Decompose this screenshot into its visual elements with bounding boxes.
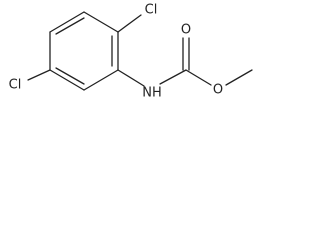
bond-nh-carbonyl-c — [159, 69, 187, 85]
atom-label-carbonyl-o: O — [181, 23, 191, 38]
ring-bond-c2-c3 — [49, 11, 85, 33]
atom-label-cl-top: Cl — [145, 3, 158, 18]
atom-label-nh: NH — [142, 86, 162, 101]
ring-bond-c4-c5 — [49, 69, 85, 91]
atom-label-cl-left: Cl — [9, 78, 22, 93]
ring-bond-c1-c2 — [83, 11, 119, 33]
bond-ring-nh — [117, 69, 145, 87]
benzene-ring — [49, 11, 119, 91]
atom-label-ester-o: O — [213, 83, 223, 98]
bond-carbonyl-c-ester-o — [185, 69, 212, 86]
bond-ring-cl-left — [27, 69, 51, 81]
ring-bond-c5-c6 — [83, 69, 119, 91]
ring-double-bond-inner-bottom — [55, 67, 85, 85]
bond-ring-cl-top — [117, 14, 142, 33]
ring-double-bond-inner-top — [55, 17, 85, 35]
molecule-structure: Cl Cl NH O O — [9, 3, 253, 101]
bond-ester-o-methyl — [225, 69, 253, 86]
